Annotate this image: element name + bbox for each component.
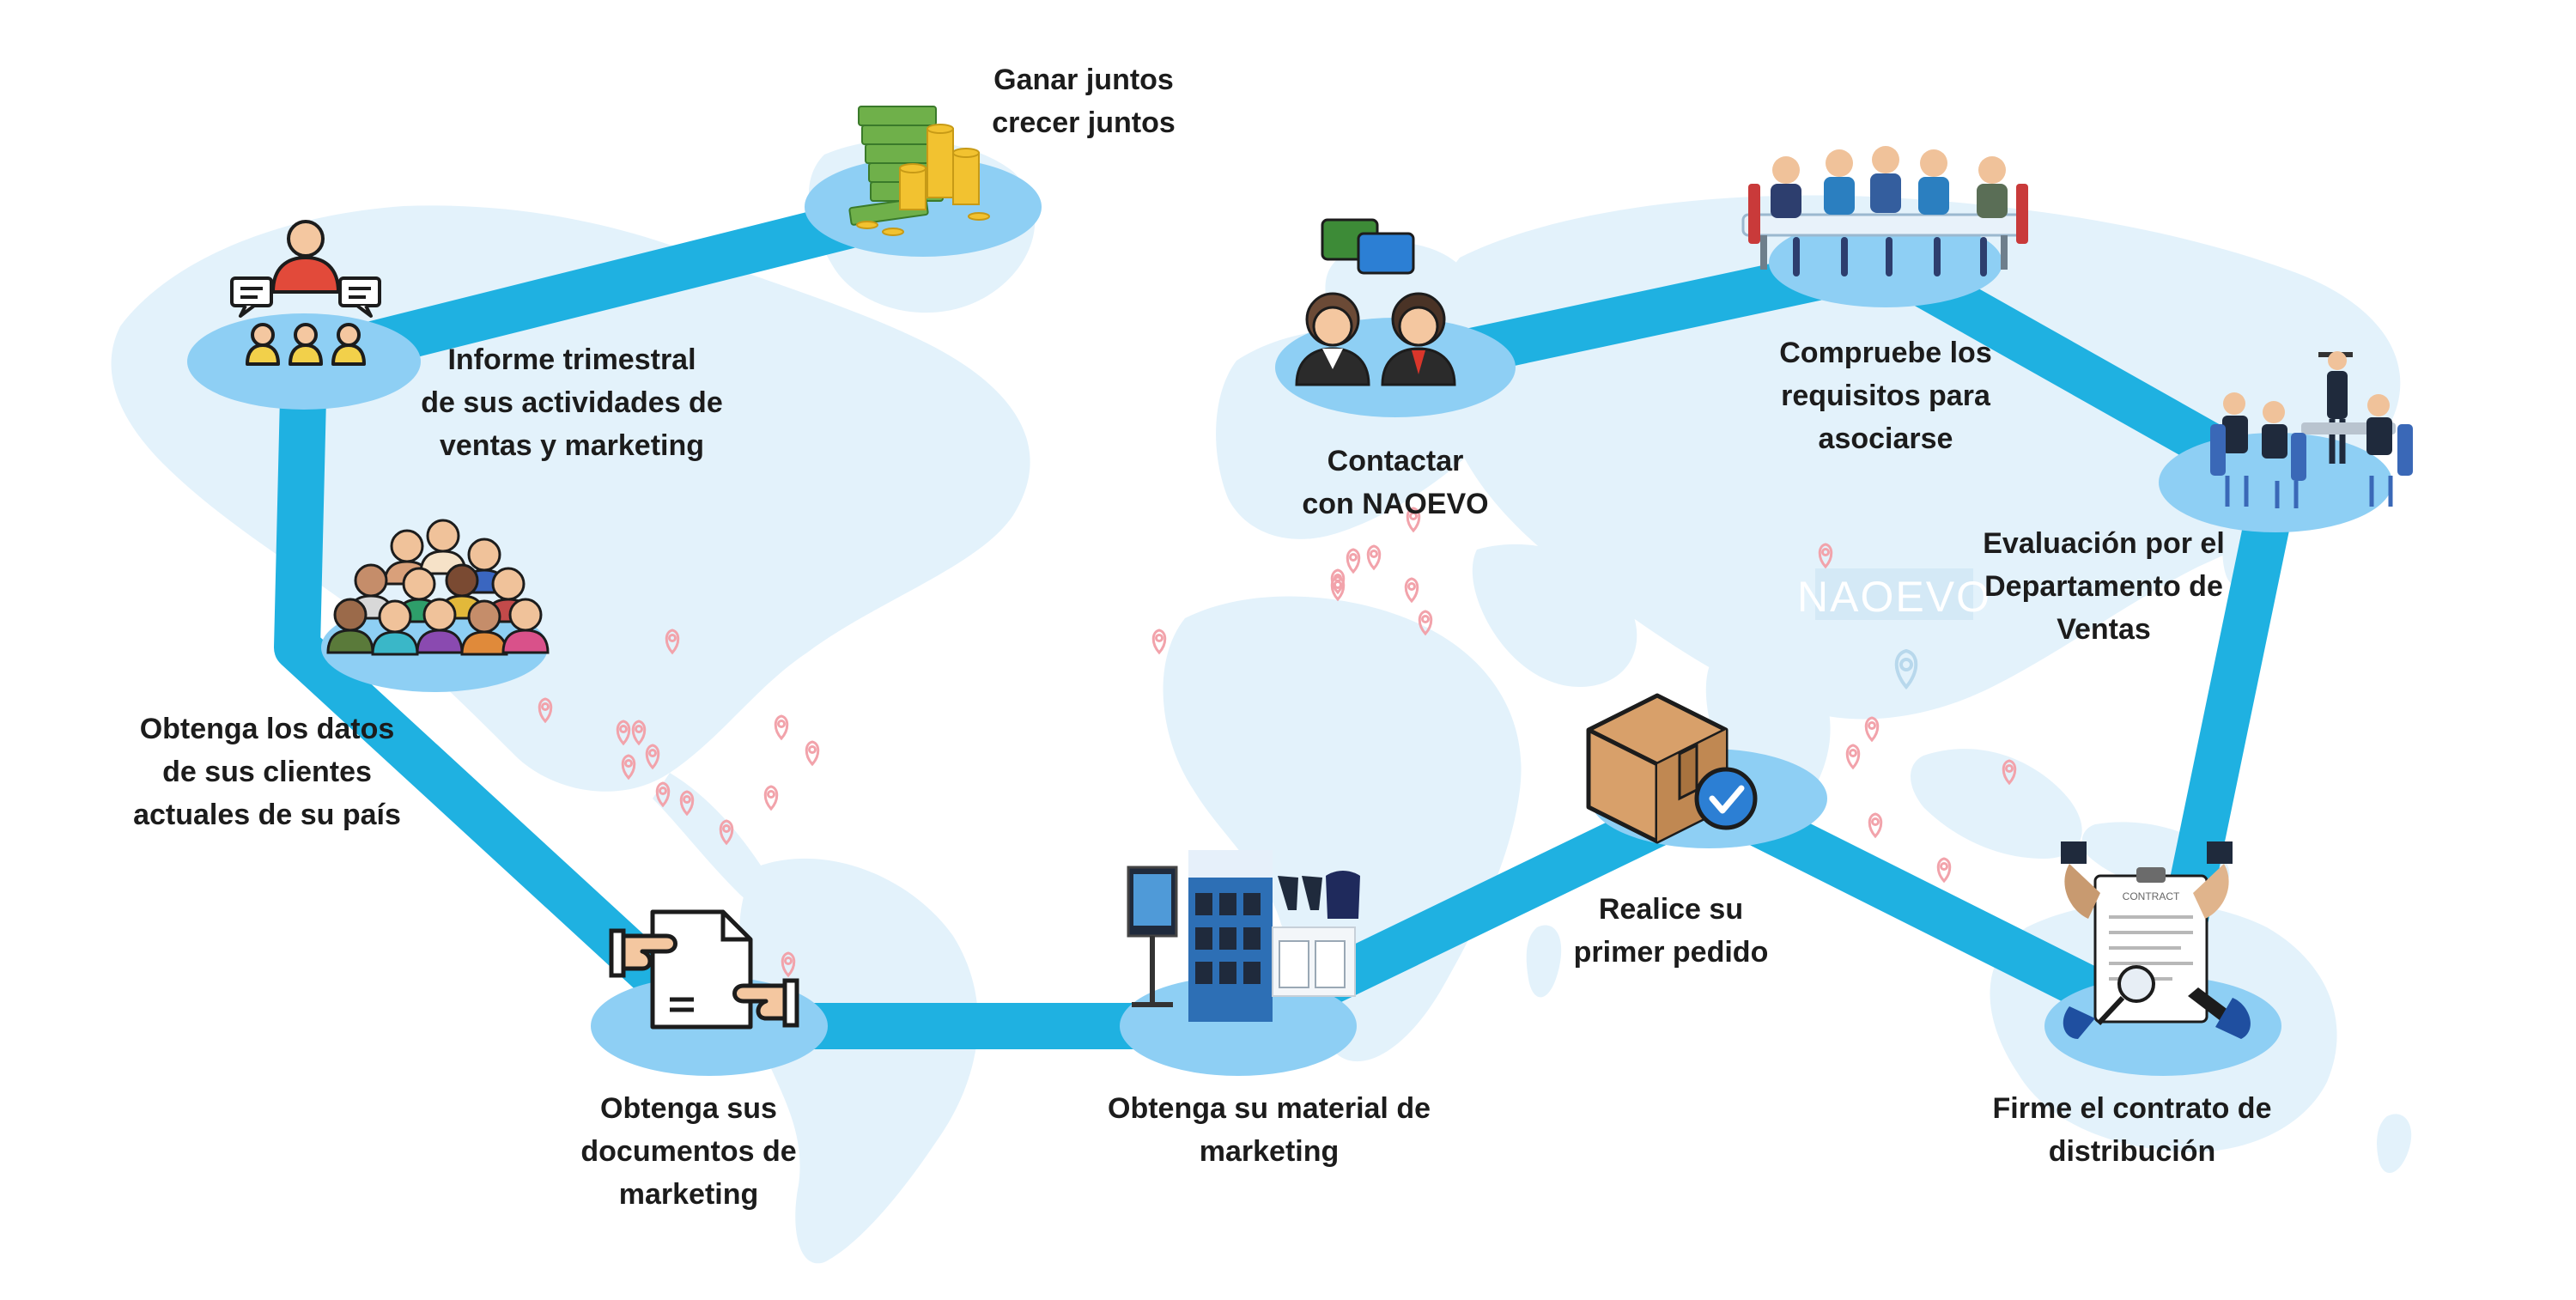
meeting-table-icon	[1741, 146, 2028, 276]
location-pin-icon	[763, 785, 779, 811]
location-pin-icon	[805, 740, 820, 767]
person-icon	[371, 599, 419, 656]
presentation-meeting-icon	[2210, 351, 2413, 508]
location-pin-icon	[1818, 543, 1833, 569]
person-icon	[416, 598, 464, 654]
location-pin-icon	[1366, 544, 1382, 571]
location-pin-icon	[1894, 648, 1918, 690]
location-pin-icon	[616, 720, 631, 746]
location-pin-icon	[1845, 744, 1861, 770]
process-path	[274, 184, 2299, 1049]
step-label-requirements: Compruebe los requisitos para asociarse	[1779, 337, 1992, 455]
location-pin-icon	[1151, 629, 1167, 655]
location-pin-icon	[538, 697, 553, 724]
location-pins	[538, 507, 2017, 978]
support-agents-icon	[1295, 218, 1456, 386]
step-label-evaluation: Evaluación por el Departamento de Ventas	[1983, 527, 2225, 646]
location-pin-icon	[645, 744, 660, 770]
step-label-clients: Obtenga los datos de sus clientes actual…	[133, 713, 401, 831]
location-pin-icon	[1418, 610, 1433, 636]
contract-signing-icon: CONTRACT	[2061, 841, 2251, 1039]
step-label-contact: Contactar con NAOEVO	[1302, 445, 1489, 520]
location-pin-icon	[631, 720, 647, 746]
step-label-material: Obtenga su material de marketing	[1108, 1092, 1431, 1168]
location-pin-icon	[781, 951, 796, 978]
package-check-icon	[1586, 693, 1758, 844]
location-pin-icon	[1406, 507, 1421, 533]
speaker-audience-icon	[230, 220, 381, 366]
location-pin-icon	[1404, 577, 1419, 604]
step-label-report: Informe trimestral de sus actividades de…	[421, 343, 723, 462]
location-pin-icon	[1936, 857, 1952, 884]
person-icon	[326, 598, 374, 654]
location-pin-icon	[2002, 759, 2017, 786]
svg-text:CONTRACT: CONTRACT	[2123, 890, 2180, 902]
location-pin-icon	[621, 754, 636, 781]
location-pin-icon	[1330, 575, 1346, 602]
location-pin-icon	[665, 629, 680, 655]
node-material	[1120, 976, 1357, 1076]
location-pin-icon	[1868, 812, 1883, 839]
location-pin-icon	[679, 790, 695, 817]
location-pin-icon	[719, 819, 734, 846]
money-stacks-icon	[848, 106, 990, 236]
location-pin-icon	[774, 714, 789, 741]
svg-text:NAOEVO: NAOEVO	[1797, 573, 1991, 621]
step-label-order: Realice su primer pedido	[1573, 893, 1769, 969]
step-label-documents: Obtenga sus documentos de marketing	[580, 1092, 797, 1211]
location-pin-icon	[1346, 548, 1361, 574]
person-icon	[501, 598, 550, 654]
crowd-icon	[326, 519, 550, 656]
step-label-win: Ganar juntos crecer juntos	[992, 64, 1176, 139]
location-pin-icon	[655, 781, 671, 808]
location-pin-icon	[1864, 716, 1880, 743]
display-stand-icon	[1127, 850, 1360, 1022]
document-handover-icon	[609, 909, 799, 1030]
naoevo-watermark: NAOEVO	[1797, 568, 1991, 690]
step-label-contract: Firme el contrato de distribución	[1992, 1092, 2272, 1168]
